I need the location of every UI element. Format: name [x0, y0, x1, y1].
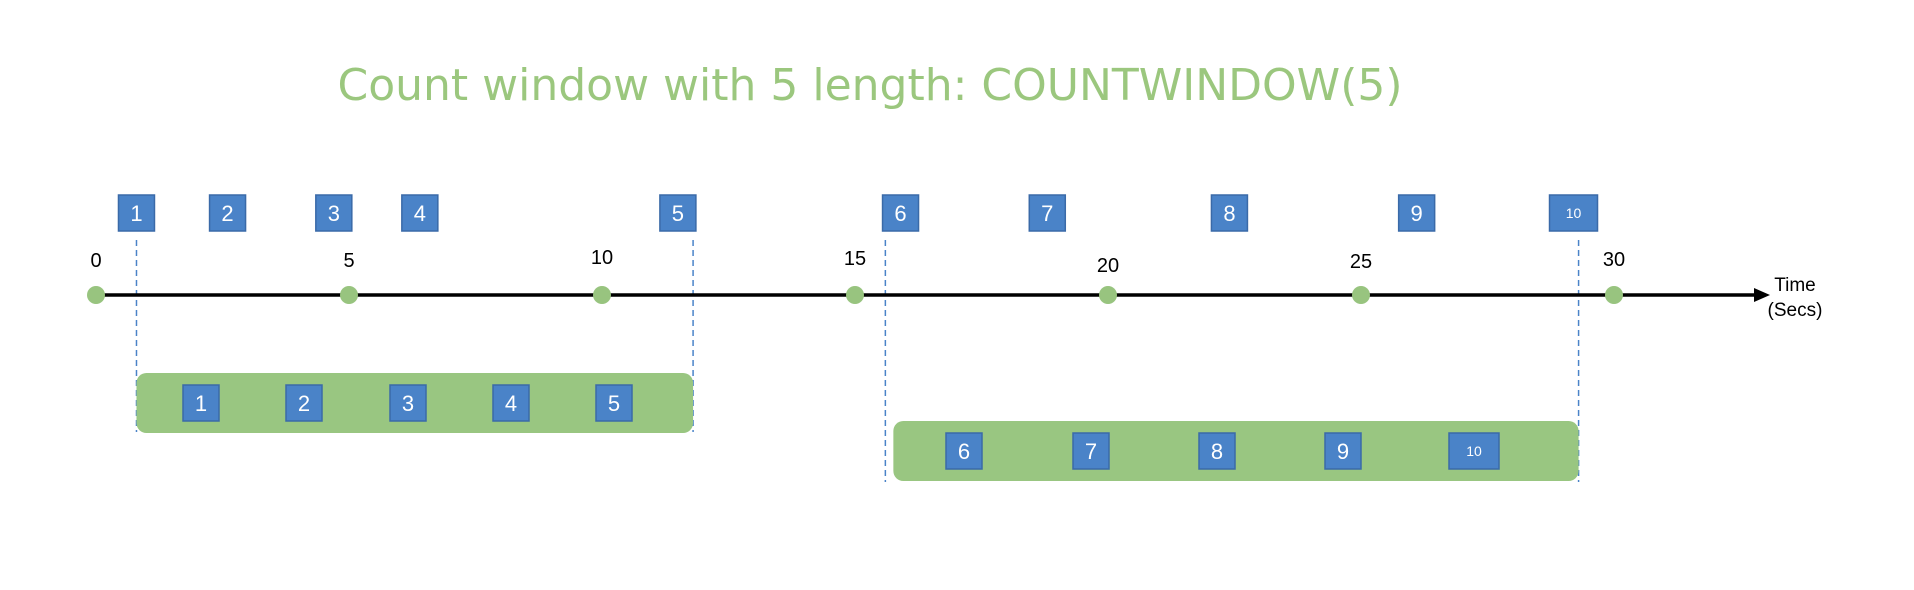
event-box [1397, 194, 1436, 232]
event-label: 1 [130, 201, 142, 226]
tick-label: 5 [343, 250, 354, 272]
event-boxes: 1 2 3 4 5 6 7 8 9 10 [117, 194, 1599, 232]
event-box [659, 194, 697, 232]
tick-label: 15 [844, 248, 866, 270]
window-item-label: 8 [1211, 439, 1223, 464]
window-item-box [945, 432, 983, 470]
window-item-label: 3 [402, 391, 414, 416]
event-label: 10 [1566, 205, 1582, 221]
window-item-box [182, 384, 220, 422]
tick-dot [340, 286, 358, 304]
event-label: 9 [1411, 201, 1423, 226]
tick-dot [1605, 286, 1623, 304]
event-label: 5 [672, 201, 684, 226]
tick-dot [1099, 286, 1117, 304]
axis-arrowhead [1754, 288, 1770, 302]
tick-dot [1352, 286, 1370, 304]
window-item-box [1448, 432, 1500, 470]
window-item-label: 4 [505, 391, 517, 416]
window-item-label: 6 [958, 439, 970, 464]
event-box [1028, 194, 1067, 232]
window-item-box [285, 384, 323, 422]
event-box [1548, 194, 1599, 232]
tick-dot [87, 286, 105, 304]
diagram-title: Count window with 5 length: COUNTWINDOW(… [337, 60, 1402, 111]
tick-label: 30 [1603, 249, 1625, 271]
axis-label-unit: (Secs) [1768, 300, 1823, 321]
window-item-box [1072, 432, 1110, 470]
window-item-box [389, 384, 427, 422]
event-label: 6 [894, 201, 906, 226]
window-item-label: 10 [1466, 443, 1482, 459]
event-label: 7 [1041, 201, 1053, 226]
event-label: 2 [221, 201, 233, 226]
window-item-box [595, 384, 633, 422]
event-box [881, 194, 920, 232]
tick-label: 20 [1097, 255, 1119, 277]
window-item-box [492, 384, 530, 422]
tick-dot [593, 286, 611, 304]
window-panels: 1 2 3 4 5 6 7 8 9 10 [136, 373, 1579, 481]
window-panel [893, 421, 1579, 481]
event-label: 3 [328, 201, 340, 226]
window-item-label: 9 [1337, 439, 1349, 464]
tick-dot [846, 286, 864, 304]
event-box [208, 194, 247, 232]
tick-label: 10 [591, 247, 613, 269]
event-label: 4 [414, 201, 426, 226]
window-item-label: 2 [298, 391, 310, 416]
axis-label-time: Time [1774, 275, 1816, 296]
time-axis: 0 5 10 15 20 25 30 Time (Secs) [87, 247, 1822, 321]
event-box [117, 194, 156, 232]
tick-label: 0 [90, 250, 101, 272]
window-item-label: 7 [1085, 439, 1097, 464]
event-box [315, 194, 353, 232]
tick-label: 25 [1350, 251, 1372, 273]
event-box [401, 194, 439, 232]
window-item-label: 5 [608, 391, 620, 416]
event-label: 8 [1223, 201, 1235, 226]
event-box [1210, 194, 1249, 232]
window-item-box [1324, 432, 1362, 470]
window-item-label: 1 [195, 391, 207, 416]
axis-ticks: 0 5 10 15 20 25 30 [87, 247, 1625, 304]
window-item-box [1198, 432, 1236, 470]
